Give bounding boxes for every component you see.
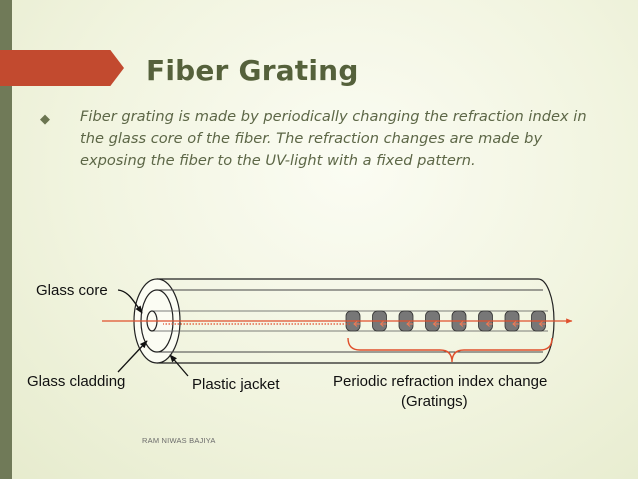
title-accent-band (0, 50, 124, 86)
reflection-arrow (538, 321, 546, 327)
footer-author: RAM NIWAS BAJIYA (142, 436, 216, 445)
plastic-jacket-label: Plastic jacket (192, 376, 280, 393)
diamond-bullet-icon: ◆ (40, 111, 50, 126)
reflection-arrow (485, 321, 493, 327)
sidebar-strip (0, 0, 12, 479)
glass-cladding-label: Glass cladding (27, 373, 126, 390)
slide-title: Fiber Grating (146, 54, 359, 87)
body-text: Fiber grating is made by periodically ch… (80, 108, 587, 169)
gratings-brace (347, 337, 553, 363)
reflection-arrow (353, 321, 360, 327)
gratings-label-line1: Periodic refraction index change (333, 373, 548, 390)
reflection-arrow (512, 321, 519, 327)
reflection-arrow (406, 321, 413, 327)
glass-cladding-leader (117, 340, 148, 373)
gratings-label-line2: (Gratings) (401, 393, 468, 410)
reflection-arrows (353, 321, 546, 327)
plastic-jacket-leader (169, 354, 189, 377)
reflection-arrow (432, 321, 440, 327)
reflection-arrow (459, 321, 466, 327)
reflection-arrow (379, 321, 387, 327)
glass-core-label: Glass core (36, 282, 108, 299)
glass-core-leader (117, 289, 143, 314)
